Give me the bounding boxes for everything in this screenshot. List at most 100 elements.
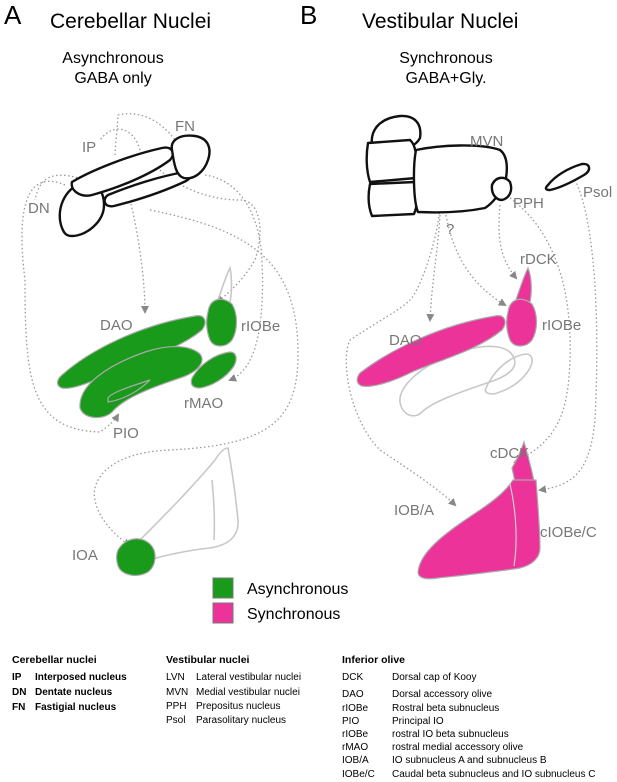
key-olive-name-1: Dorsal accessory olive [392, 689, 492, 700]
key-olive-abbr-5: rMAO [342, 742, 368, 753]
pathway-ip-dao [129, 199, 149, 314]
legend: Asynchronous Synchronous [212, 577, 348, 624]
ioba-ciobec-pink [417, 479, 541, 580]
pathway-mvn-dao [426, 214, 441, 322]
pathway-mvn-riobe [445, 214, 507, 307]
key-vestibular-name-0: Lateral vestibular nuclei [196, 672, 301, 683]
legend-swatch-sync [212, 602, 234, 624]
pathways-a [21, 113, 299, 546]
fn-shape [170, 134, 211, 180]
label-dn: DN [28, 200, 50, 217]
io-green-shapes [56, 298, 238, 576]
ioa-body-outline [133, 447, 239, 561]
key-vestibular-abbr-3: Psol [166, 715, 185, 726]
label-cdck: cDCK [490, 445, 529, 462]
label-rmao: rMAO [184, 395, 223, 412]
key-vestibular-abbr-2: PPH [166, 701, 187, 712]
rdck-outline-a [217, 265, 233, 304]
key-olive-name-5: rostral medial accessory olive [392, 742, 524, 753]
vestibular-nuclei-outlines [365, 114, 591, 218]
label-fn: FN [175, 118, 195, 135]
mvn-shape [412, 144, 509, 214]
key-cerebellar-abbr-2: FN [12, 702, 25, 713]
key-cerebellar-abbr-1: DN [12, 687, 26, 698]
key-olive-name-4: rostral IO beta subnucleus [392, 729, 509, 740]
key-cerebellar-name-1: Dentate nucleus [35, 687, 113, 698]
panel-letter-a: A [4, 0, 22, 30]
rmao-outline-b [484, 353, 533, 395]
key-olive-abbr-6: IOB/A [342, 755, 369, 766]
label-rdck: rDCK [520, 251, 557, 268]
key-olive-heading: Inferior olive [342, 654, 405, 666]
key-cerebellar-name-0: Interposed nucleus [35, 672, 127, 683]
pathway-ip-top [114, 113, 176, 156]
key-olive-abbr-0: DCK [342, 672, 363, 683]
panel-b-subtitle-1: Synchronous [399, 50, 492, 67]
legend-label-sync: Synchronous [247, 606, 340, 623]
pathway-dn-pio [21, 180, 120, 433]
key-cerebellar-heading: Cerebellar nuclei [12, 654, 97, 666]
key-olive-abbr-2: rIOBe [342, 703, 369, 714]
pathway-fn-riobe [159, 169, 261, 304]
key-olive-abbr-1: DAO [342, 689, 364, 700]
key-olive-abbr-4: rIOBe [342, 729, 369, 740]
panel-letter-b: B [300, 0, 317, 30]
key-olive: Inferior olive DCK Dorsal cap of Kooy DA… [342, 654, 595, 780]
key-vestibular-abbr-0: LVN [166, 672, 185, 683]
pph-shape [490, 176, 513, 202]
pathway-dn-short [34, 174, 86, 201]
key-olive-name-6: IO subnucleus A and subnucleus B [392, 755, 547, 766]
ip-shape [70, 146, 174, 197]
panel-a-title: Cerebellar Nuclei [50, 10, 211, 33]
panel-b-title: Vestibular Nuclei [362, 10, 518, 33]
label-mvn: MVN [470, 133, 503, 150]
key-vestibular-heading: Vestibular nuclei [166, 654, 250, 666]
legend-swatch-async [212, 577, 234, 599]
label-ioa: IOA [72, 547, 98, 564]
rdck-pink [515, 266, 532, 304]
psol-shape [544, 162, 591, 192]
label-question: ? [446, 221, 454, 238]
key-olive-abbr-3: PIO [342, 716, 359, 727]
label-psol: Psol [583, 184, 612, 201]
pathway-ip-loop [99, 128, 141, 151]
key-vestibular: Vestibular nuclei LVN Lateral vestibular… [166, 654, 301, 726]
label-ioba: IOB/A [394, 502, 434, 519]
pathway-pph-cdck [509, 197, 571, 463]
label-dao-a: DAO [100, 317, 133, 334]
rmao-green [190, 351, 237, 389]
label-pio: PIO [113, 425, 139, 442]
label-riobe-a: rIOBe [241, 318, 280, 335]
dao-green [56, 315, 206, 389]
cerebellar-nuclei-outlines [58, 134, 211, 238]
vn-bottom-left-shape [367, 180, 419, 218]
label-pph: PPH [513, 195, 544, 212]
panel-a-subtitle-2: GABA only [74, 70, 151, 87]
dao-pink [356, 315, 506, 387]
label-ciobec: cIOBe/C [540, 524, 597, 541]
key-vestibular-name-1: Medial vestibular nuclei [196, 687, 300, 698]
key-olive-name-7: Caudal beta subnucleus and IO subnucleus… [392, 769, 595, 780]
pathway-pph-rdck [498, 204, 518, 280]
key-cerebellar: Cerebellar nuclei IP Interposed nucleus … [12, 654, 127, 713]
ioa-green [115, 538, 156, 576]
pathways-b [345, 179, 598, 507]
riobe-green [206, 298, 238, 347]
pathway-mvn-ioba [345, 204, 457, 507]
ip-lower-shape [103, 170, 193, 208]
key-olive-name-2: Rostral beta subnucleus [392, 703, 499, 714]
label-ip: IP [82, 139, 96, 156]
pio-green [79, 346, 203, 419]
key-vestibular-name-3: Parasolitary nucleus [196, 715, 286, 726]
key-cerebellar-abbr-0: IP [12, 672, 22, 683]
vn-mid-left-shape [365, 138, 418, 184]
riobe-pink [506, 298, 538, 347]
panel-b-subtitle-2: GABA+Gly. [405, 70, 486, 87]
pathway-fn-rmao [204, 174, 264, 382]
key-olive-abbr-7: IOBe/C [342, 769, 375, 780]
label-riobe-b: rIOBe [542, 317, 581, 334]
panel-a-subtitle-1: Asynchronous [62, 50, 163, 67]
key-olive-name-0: Dorsal cap of Kooy [392, 672, 477, 683]
key-cerebellar-name-2: Fastigial nucleus [35, 702, 117, 713]
